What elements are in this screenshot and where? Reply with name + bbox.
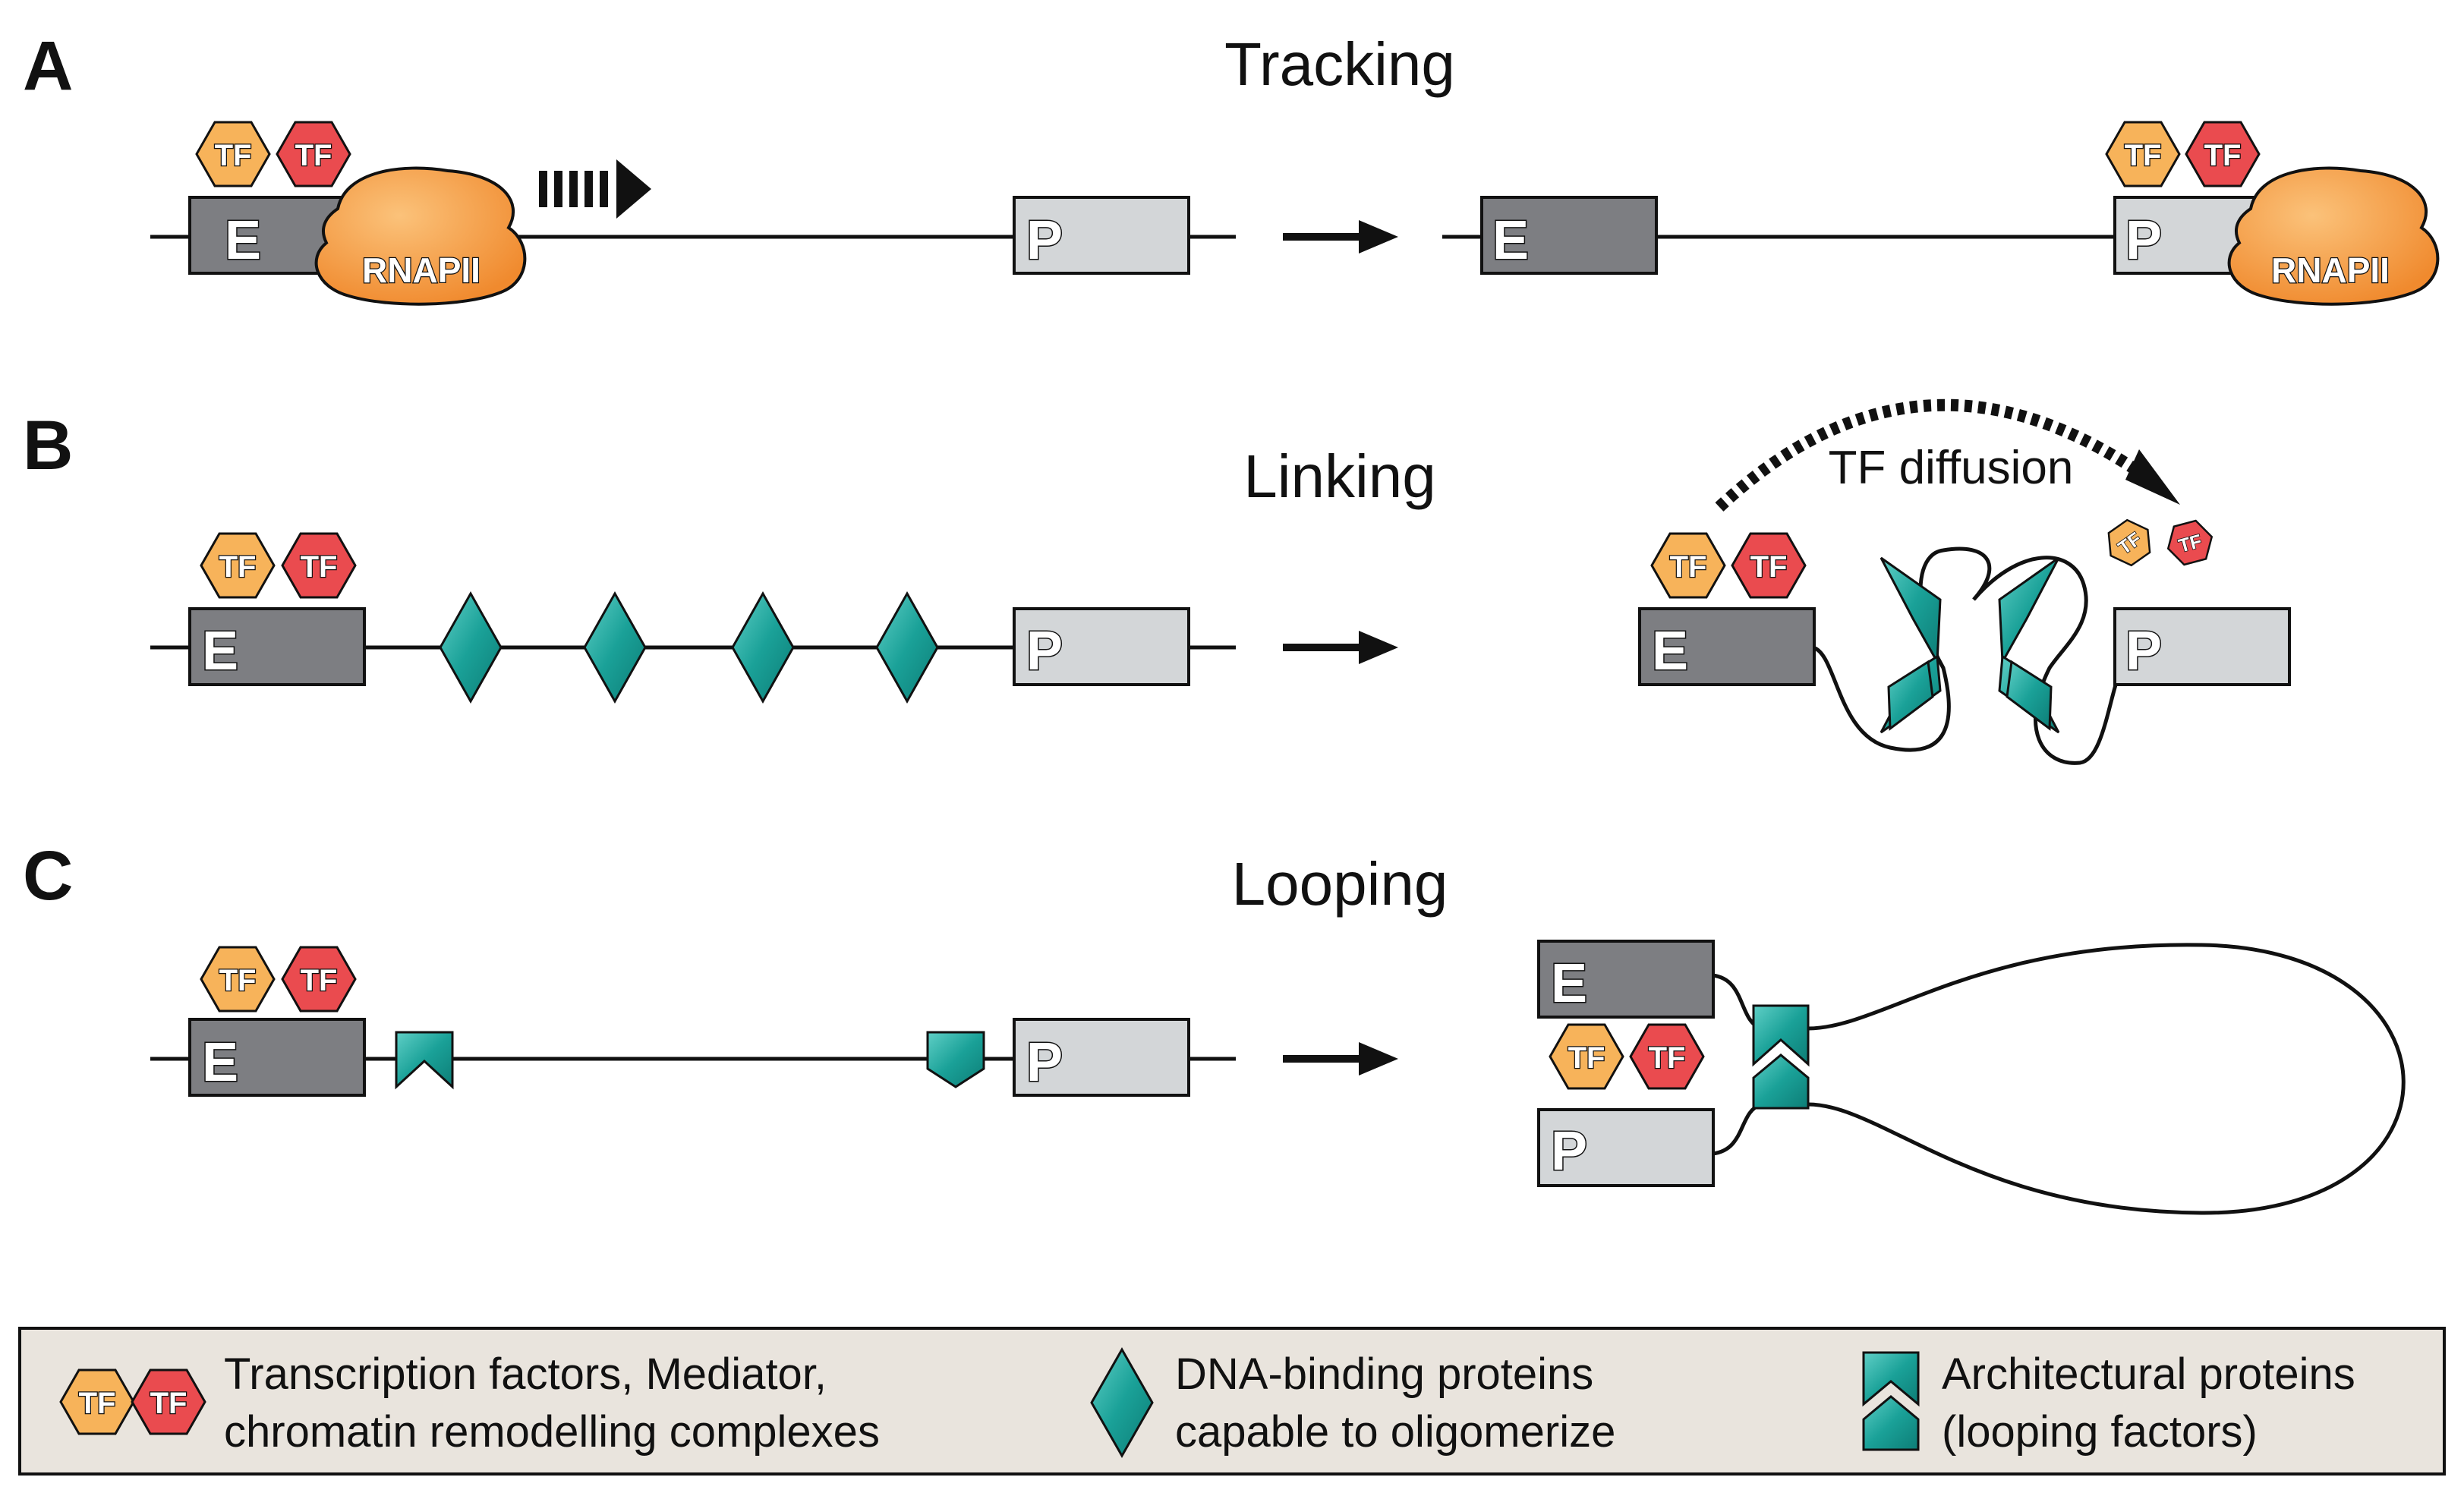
promoter-box — [1537, 1108, 1715, 1187]
panel-a: A Tracking E P TF TF RNAPII — [23, 27, 2440, 306]
tf-label: TF — [150, 1387, 187, 1420]
tf-diffusion-arrow — [1715, 398, 2152, 512]
dna-binding-protein-icon — [583, 591, 647, 704]
tf-orange-icon: TF — [1549, 1023, 1624, 1090]
promoter-box — [1013, 196, 1190, 275]
panel-b-title: Linking — [1243, 443, 1436, 510]
enhancer-label: E — [1652, 621, 1688, 682]
tf-label: TF — [1649, 1041, 1686, 1075]
promoter-label: P — [1026, 1032, 1063, 1093]
rnapii-icon: RNAPII — [2227, 166, 2440, 306]
tf-orange-icon: TF — [200, 946, 276, 1013]
tf-label: TF — [1568, 1041, 1605, 1075]
tracking-direction-arrow — [539, 159, 651, 219]
tf-orange-icon: TF — [1650, 532, 1726, 599]
enhancer-label: E — [1551, 953, 1587, 1014]
panel-b: B Linking E P TF TF TF diffusion — [23, 398, 2291, 765]
tf-orange-icon: TF — [2105, 121, 2181, 187]
enhancer-box — [1480, 196, 1658, 275]
tf-orange-icon: TF — [200, 532, 276, 599]
transition-arrow — [1283, 220, 1398, 254]
tf-label: TF — [219, 550, 257, 584]
legend-tf-red-icon: TF — [131, 1368, 206, 1435]
dna-loop-line — [1712, 943, 2406, 1215]
legend-item-2-line-2: capable to oligomerize — [1175, 1407, 1615, 1457]
paired-architectural-proteins-icon — [1752, 1004, 1810, 1110]
tf-red-icon: TF — [276, 121, 351, 187]
tf-label: TF — [2204, 139, 2242, 172]
legend-box — [18, 1327, 2446, 1476]
panel-c-letter: C — [23, 837, 73, 915]
architectural-protein-icon — [395, 1031, 454, 1090]
rnapii-label: RNAPII — [2271, 250, 2390, 290]
panel-b-letter: B — [23, 407, 73, 484]
enhancer-box — [1537, 940, 1715, 1019]
tf-red-icon: TF — [281, 946, 357, 1013]
diffusing-tf-orange-icon: TF — [2107, 518, 2151, 567]
rnapii-icon: RNAPII — [314, 166, 527, 306]
panel-a-letter: A — [23, 27, 73, 105]
enhancer-label: E — [225, 210, 261, 271]
rnapii-label: RNAPII — [362, 250, 481, 290]
tf-label: TF — [219, 964, 257, 997]
diffusing-tf-red-icon: TF — [2166, 519, 2214, 566]
panel-c: C Looping E P TF TF E P TF — [23, 837, 2406, 1215]
looped-dna-line — [1812, 546, 2138, 765]
tf-label: TF — [301, 964, 338, 997]
legend-item-3-line-2: (looping factors) — [1942, 1407, 2258, 1457]
legend-item-2-line-1: DNA-binding proteins — [1175, 1350, 1593, 1399]
enhancer-box — [188, 607, 366, 686]
panel-c-title: Looping — [1232, 850, 1448, 918]
tf-label: TF — [295, 139, 332, 172]
tf-red-icon: TF — [2185, 121, 2261, 187]
panel-a-title: Tracking — [1224, 30, 1455, 98]
promoter-box — [1013, 1018, 1190, 1097]
tf-label: TF — [79, 1387, 116, 1420]
legend-item-1-line-2: chromatin remodelling complexes — [224, 1407, 880, 1457]
promoter-box — [2113, 607, 2291, 686]
promoter-label: P — [2125, 210, 2162, 271]
tf-label: TF — [1670, 550, 1707, 584]
tf-red-icon: TF — [281, 532, 357, 599]
dna-binding-protein-icon — [731, 591, 795, 704]
tf-label: TF — [2125, 139, 2162, 172]
transition-arrow — [1283, 631, 1398, 664]
enhancer-label: E — [1492, 210, 1529, 271]
legend-architectural-proteins-icon — [1862, 1351, 1920, 1451]
tf-orange-icon: TF — [195, 121, 271, 187]
dna-binding-protein-icon — [439, 591, 503, 704]
tf-diffusion-arrowhead — [2125, 449, 2180, 505]
tf-red-icon: TF — [1731, 532, 1807, 599]
tf-red-icon: TF — [1629, 1023, 1705, 1090]
dna-binding-protein-icon — [875, 591, 939, 704]
promoter-label: P — [1026, 621, 1063, 682]
promoter-label: P — [2125, 621, 2162, 682]
legend-dna-binding-protein-icon — [1090, 1346, 1154, 1459]
promoter-label: P — [1551, 1121, 1587, 1182]
tf-diffusion-label: TF diffusion — [1829, 442, 2074, 494]
enhancer-box — [188, 1018, 366, 1097]
tf-label: TF — [1750, 550, 1788, 584]
tf-label: TF — [215, 139, 252, 172]
enhancer-label: E — [202, 1032, 238, 1093]
promoter-label: P — [1026, 210, 1063, 271]
oligomerized-protein-complex-icon — [1880, 556, 2060, 734]
legend-item-3-line-1: Architectural proteins — [1942, 1350, 2355, 1399]
legend-item-1-line-1: Transcription factors, Mediator, — [224, 1350, 827, 1399]
enhancer-box — [1638, 607, 1816, 686]
architectural-protein-icon — [926, 1031, 985, 1088]
legend: TF TF Transcription factors, Mediator, c… — [18, 1327, 2446, 1476]
tf-label: TF — [301, 550, 338, 584]
enhancer-label: E — [202, 621, 238, 682]
promoter-box — [1013, 607, 1190, 686]
transition-arrow — [1283, 1042, 1398, 1076]
